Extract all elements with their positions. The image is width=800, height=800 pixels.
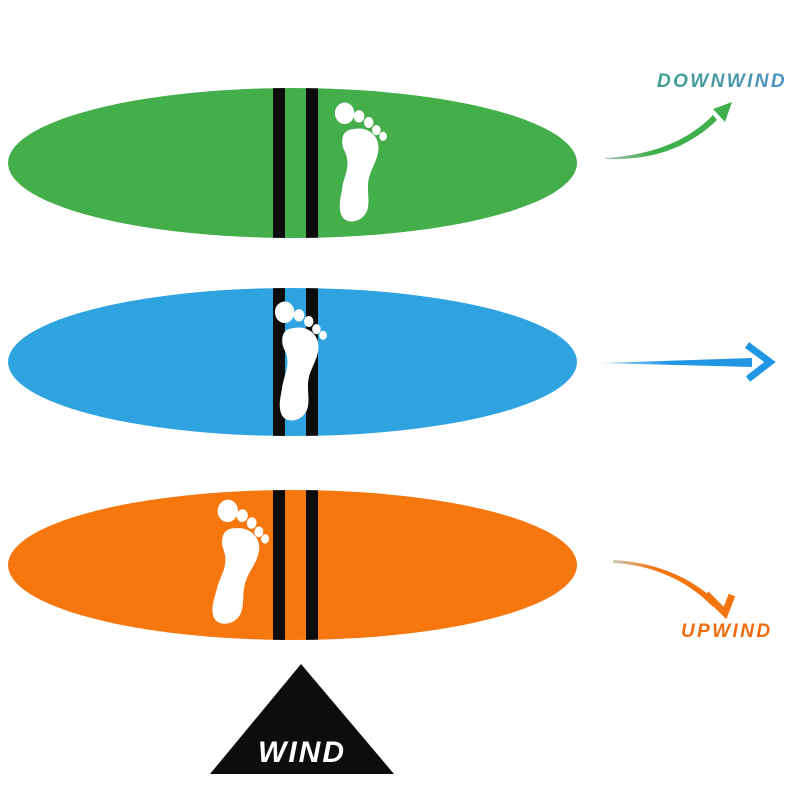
upwind-label: UPWIND [681, 621, 773, 642]
downwind-board [8, 88, 577, 238]
stance-stripe-left [273, 88, 285, 238]
downwind-arrow-icon [605, 102, 732, 160]
crosswind-board [8, 288, 577, 436]
wind-label: WIND [258, 736, 346, 769]
stance-stripe-right [306, 88, 318, 238]
footprint-icon [274, 301, 327, 421]
footprint-icon [334, 102, 387, 222]
crosswind-arrow-icon [600, 342, 776, 382]
stance-stripe-left [273, 490, 285, 640]
downwind-label: DOWNWIND [657, 71, 788, 92]
footprint-icon [205, 498, 273, 628]
upwind-arrow-icon [613, 560, 736, 620]
upwind-board [8, 490, 577, 640]
stance-stripe-right [306, 490, 318, 640]
wind-triangle-icon [210, 664, 394, 774]
